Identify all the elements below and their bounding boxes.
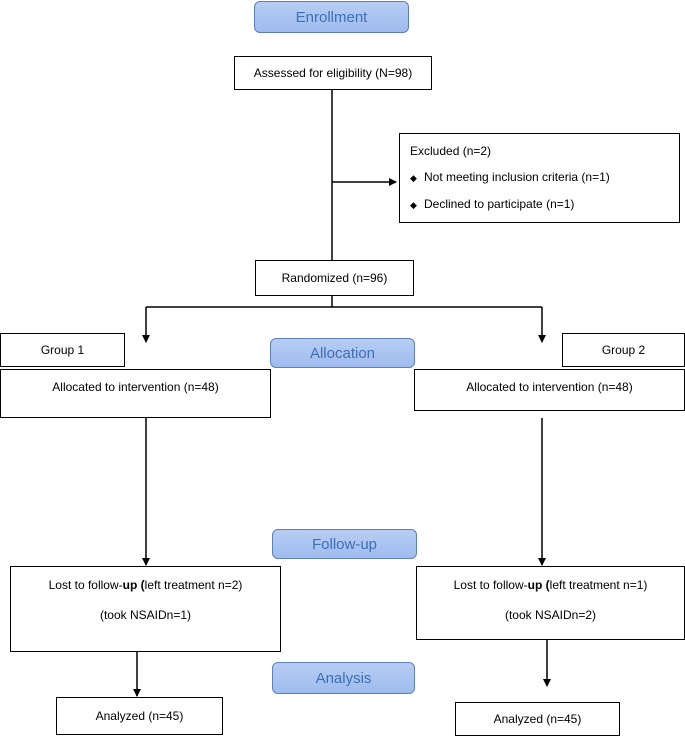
- stage-analysis-label: Analysis: [315, 669, 372, 687]
- stage-followup-label: Follow-up: [311, 535, 378, 553]
- group1-label-box: Group 1: [0, 333, 125, 367]
- randomized-text: Randomized (n=96): [281, 271, 388, 285]
- excluded-box: Excluded (n=2) ◆ Not meeting inclusion cr…: [399, 133, 680, 223]
- lost-up: up (: [122, 578, 145, 592]
- lost-suffix: left treatment n=2): [144, 578, 243, 592]
- excluded-item-text: Not meeting inclusion criteria (n=1): [424, 170, 610, 184]
- lost-prefix: Lost to follow-: [453, 578, 528, 592]
- group2-lost-text: Lost to follow-up (left treatment n=1): [417, 577, 684, 593]
- group2-analyzed-box: Analyzed (n=45): [455, 702, 620, 736]
- group2-label: Group 2: [601, 343, 646, 357]
- lost-prefix: Lost to follow-: [48, 578, 123, 592]
- group2-analyzed-text: Analyzed (n=45): [493, 712, 582, 726]
- group2-lost-box: Lost to follow-up (left treatment n=1) (…: [416, 566, 685, 640]
- stage-analysis: Analysis: [272, 662, 415, 694]
- group2-allocated-box: Allocated to intervention (n=48): [414, 369, 685, 411]
- group1-allocated-text: Allocated to intervention (n=48): [52, 380, 219, 394]
- group1-allocated-box: Allocated to intervention (n=48): [0, 369, 271, 418]
- stage-followup: Follow-up: [272, 529, 417, 559]
- excluded-item: ◆ Not meeting inclusion criteria (n=1): [410, 169, 679, 186]
- excluded-title: Excluded (n=2): [410, 144, 492, 158]
- group2-label-box: Group 2: [562, 333, 685, 367]
- stage-enrollment-label: Enrollment: [295, 8, 368, 26]
- group1-lost-text: Lost to follow-up (left treatment n=2): [11, 577, 280, 593]
- assessed-box: Assessed for eligibility (N=98): [234, 56, 432, 90]
- stage-allocation: Allocation: [270, 338, 415, 368]
- group2-nsaid-text: (took NSAIDn=2): [504, 608, 597, 622]
- excluded-item-text: Declined to participate (n=1): [424, 197, 575, 211]
- diamond-bullet-icon: ◆: [410, 200, 417, 210]
- group1-lost-box: Lost to follow-up (left treatment n=2) (…: [10, 566, 281, 652]
- stage-enrollment: Enrollment: [254, 1, 409, 33]
- group1-analyzed-box: Analyzed (n=45): [56, 697, 223, 735]
- randomized-box: Randomized (n=96): [255, 260, 414, 296]
- stage-allocation-label: Allocation: [309, 344, 376, 362]
- lost-up: up (: [527, 578, 550, 592]
- group2-allocated-text: Allocated to intervention (n=48): [466, 380, 633, 394]
- lost-suffix: left treatment n=1): [549, 578, 648, 592]
- group1-nsaid-text: (took NSAIDn=1): [99, 608, 192, 622]
- diamond-bullet-icon: ◆: [410, 173, 417, 183]
- group1-analyzed-text: Analyzed (n=45): [95, 709, 184, 723]
- excluded-item: ◆ Declined to participate (n=1): [410, 196, 679, 213]
- group1-label: Group 1: [40, 343, 85, 357]
- assessed-text: Assessed for eligibility (N=98): [253, 66, 413, 80]
